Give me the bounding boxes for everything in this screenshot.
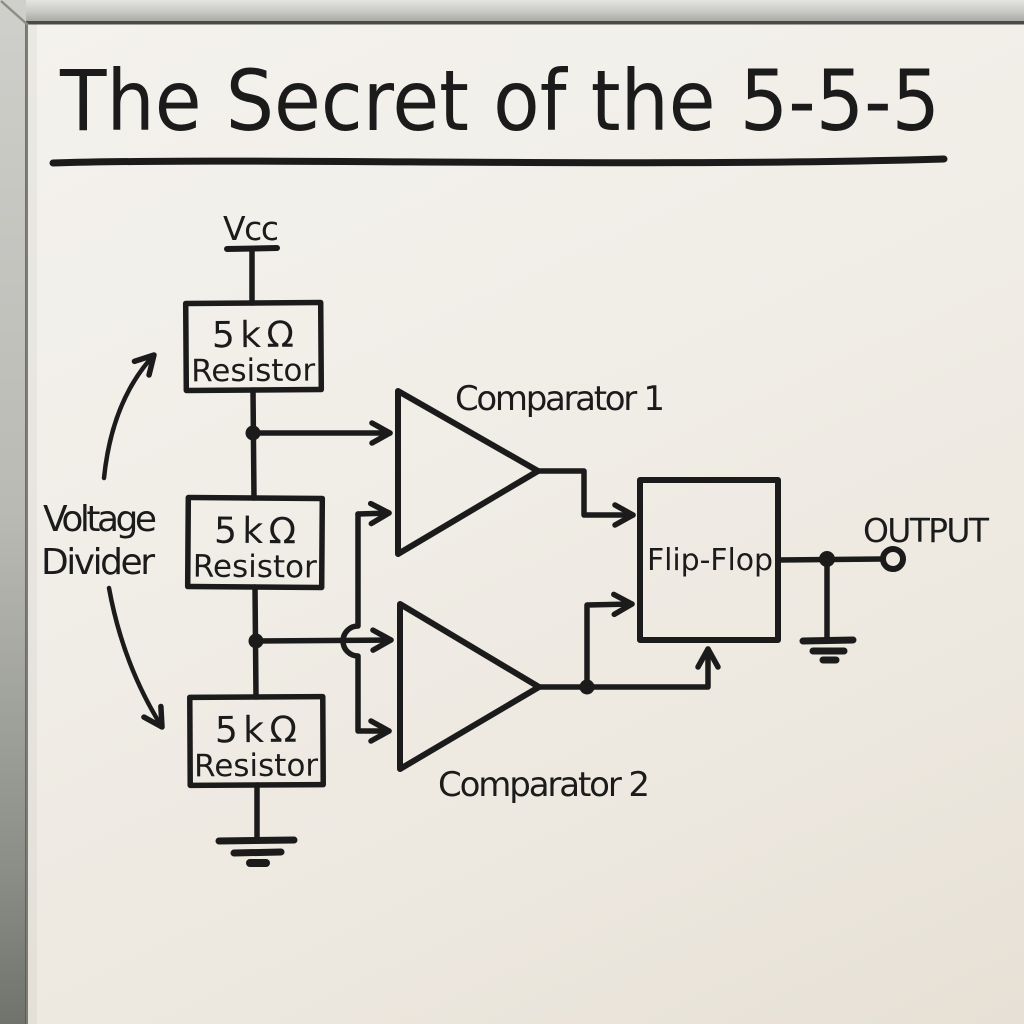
resistor-3-name: Resistor (194, 748, 318, 785)
wire-comp2-to-flipflop-left (584, 591, 635, 690)
comparator-input-wires (250, 420, 394, 744)
resistor-3-value: 5kΩ (215, 710, 297, 751)
resistor-2-value: 5kΩ (214, 511, 296, 553)
junction-dot-output (819, 551, 835, 567)
wire-comp2-to-flipflop-bottom (584, 646, 721, 690)
comparator-2-label: Comparator 2 (438, 765, 650, 805)
voltage-divider-annotation: Voltage Divider (41, 352, 165, 730)
page-title: The Secret of the 5-5-5 (59, 52, 940, 150)
annotation-arrow-up (101, 352, 157, 481)
comparator-1-label: Comparator 1 (455, 379, 665, 419)
frame-miter-joint (0, 0, 29, 26)
title-block: The Secret of the 5-5-5 (49, 52, 948, 167)
resistor-1: 5kΩ Resistor (182, 299, 325, 394)
resistor-3: 5kΩ Resistor (187, 693, 326, 789)
wire-lower-junction-to-comp2 (253, 627, 394, 653)
comparator-1: Comparator 1 (395, 379, 665, 557)
comparator-2-triangle (397, 601, 542, 772)
output-label: OUTPUT (863, 511, 990, 550)
flip-flop-label: Flip-Flop (647, 543, 773, 578)
wire-r1-to-r2 (250, 387, 257, 501)
frame-left-rail (0, 0, 26, 1024)
ground-symbol-output (799, 636, 857, 664)
resistor-1-name: Resistor (191, 353, 315, 390)
resistor-2: 5kΩ Resistor (184, 494, 326, 591)
flip-flop: Flip-Flop (637, 477, 781, 643)
output-branch: OUTPUT (775, 511, 990, 664)
resistor-2-name: Resistor (193, 549, 317, 586)
frame-top-rail (0, 0, 1024, 21)
title-underline (49, 155, 948, 167)
vcc-label: Vcc (223, 209, 279, 248)
comparator-1-triangle (395, 388, 541, 557)
voltage-divider-label-line2: Divider (41, 542, 155, 583)
frame-top-seam (0, 21, 1024, 25)
output-terminal-circle (880, 546, 906, 572)
comparator-2: Comparator 2 (397, 591, 721, 805)
wire-comp1-output-to-flipflop (535, 468, 636, 528)
wire-trigger-to-comp1-lower (355, 500, 392, 527)
voltage-divider: Vcc 5kΩ Resistor 5kΩ Resistor (182, 209, 326, 867)
frame-left-seam (25, 22, 28, 1024)
resistor-1-value: 5kΩ (212, 315, 294, 357)
voltage-divider-label-line1: Voltage (43, 499, 157, 540)
frame-inner-shadow (28, 24, 37, 1024)
wire-trigger-vertical-with-hop (340, 511, 392, 744)
annotation-arrow-down (106, 585, 165, 730)
ground-symbol-divider (215, 836, 298, 867)
